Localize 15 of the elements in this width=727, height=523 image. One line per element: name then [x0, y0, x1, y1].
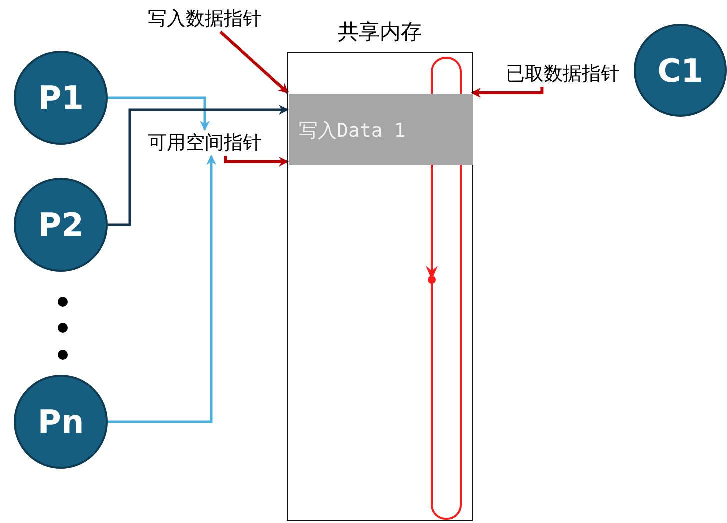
data-band: 写入Data 1	[289, 94, 473, 165]
arrow	[471, 87, 544, 98]
arrow	[108, 96, 210, 131]
process-circle: Pn	[14, 375, 108, 469]
arrow	[108, 105, 289, 226]
process-circle: P1	[14, 51, 108, 145]
process-circle: P2	[14, 178, 108, 272]
arrow	[224, 156, 289, 167]
pointer-label: 写入数据指针	[140, 6, 270, 32]
memory-title: 共享内存	[337, 19, 423, 46]
arrow	[220, 30, 289, 94]
pointer-label: 已取数据指针	[498, 61, 628, 87]
pointer-label: 可用空间指针	[140, 130, 270, 156]
process-circle: C1	[634, 24, 727, 117]
arrow	[108, 155, 216, 424]
